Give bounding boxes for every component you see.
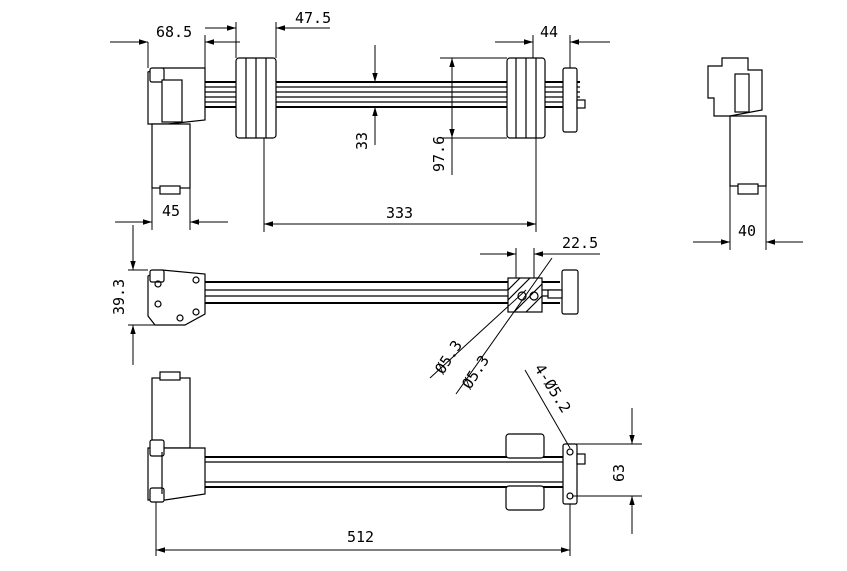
dim-44: 44 bbox=[540, 23, 558, 41]
bottom-end-stud bbox=[576, 453, 586, 465]
top-screw-1 bbox=[154, 280, 162, 288]
dim-63: 63 bbox=[610, 464, 628, 482]
gearbox-tab bbox=[149, 67, 165, 83]
dim-39-3: 39.3 bbox=[110, 279, 128, 315]
side-motor bbox=[729, 115, 767, 187]
front-view: 68.5 47.5 44 33 97.6 45 333 bbox=[110, 9, 610, 232]
side-gearbox-detail bbox=[734, 73, 750, 113]
dim-33: 33 bbox=[353, 132, 371, 150]
bottom-gearbox-foot bbox=[149, 487, 165, 503]
dim-68-5: 68.5 bbox=[156, 23, 192, 41]
bottom-view: 4-Ø5.2 63 512 bbox=[147, 361, 642, 556]
bottom-motor-cap bbox=[159, 371, 181, 381]
bottom-motor bbox=[151, 377, 191, 449]
top-end-stud bbox=[547, 289, 563, 299]
dim-phi-5-3-b: Ø5.3 bbox=[458, 352, 493, 392]
dim-holes: 4-Ø5.2 bbox=[531, 361, 575, 416]
dim-22-5: 22.5 bbox=[562, 234, 598, 252]
dim-45: 45 bbox=[162, 202, 180, 220]
side-motor-cap bbox=[737, 183, 759, 195]
dim-40: 40 bbox=[738, 222, 756, 240]
top-screw-3 bbox=[176, 314, 184, 322]
gearbox-cover bbox=[161, 79, 183, 123]
top-gearbox-tab bbox=[149, 269, 165, 283]
dim-phi-5-3-a: Ø5.3 bbox=[431, 337, 466, 377]
end-stud bbox=[576, 99, 586, 109]
motor-body bbox=[151, 123, 191, 189]
motor-endcap bbox=[159, 185, 181, 195]
dim-512: 512 bbox=[347, 528, 374, 546]
bottom-bracket-bottom bbox=[505, 485, 545, 511]
bottom-hole-1 bbox=[566, 448, 574, 456]
top-screw-5 bbox=[192, 276, 200, 284]
side-view: 40 bbox=[693, 57, 803, 250]
dim-97-6: 97.6 bbox=[430, 136, 448, 172]
top-view: 22.5 39.3 Ø5.3 Ø5.3 bbox=[110, 225, 600, 395]
top-gearbox bbox=[147, 269, 206, 326]
bottom-gearbox-tab bbox=[149, 439, 165, 457]
top-end-cap bbox=[561, 269, 579, 315]
top-screw-2 bbox=[154, 300, 162, 308]
bottom-bracket-top bbox=[505, 433, 545, 459]
dim-47-5: 47.5 bbox=[295, 9, 331, 27]
dim-333: 333 bbox=[386, 204, 413, 222]
top-screw-4 bbox=[192, 308, 200, 316]
end-cap bbox=[562, 67, 578, 133]
bottom-end-cap bbox=[562, 443, 578, 505]
